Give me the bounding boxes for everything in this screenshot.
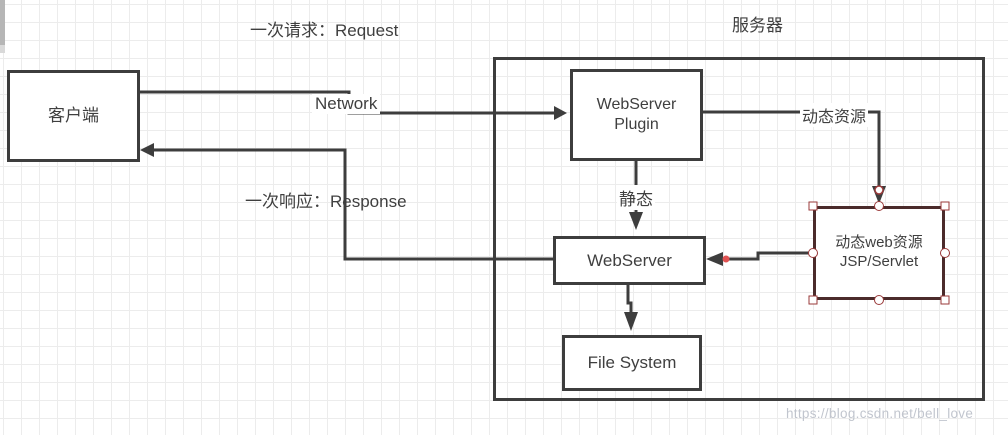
static-label[interactable]: 静态 (617, 185, 655, 210)
selection-handle-top-center[interactable] (874, 201, 884, 211)
jsp-arrowhead-icon (706, 252, 723, 266)
dynamic-resource-label[interactable]: 动态资源 (800, 103, 869, 127)
node-webserver-plugin-label-line2: Plugin (614, 116, 659, 133)
selection-handle-top-left[interactable] (808, 201, 818, 211)
connector-endpoint-icon[interactable] (874, 185, 884, 195)
node-file-system[interactable]: File System (562, 335, 702, 391)
dynamic-resource-connector[interactable] (701, 110, 886, 204)
node-webserver-plugin-label-line1: WebServer (596, 96, 677, 113)
jsp-webserver-connector[interactable] (706, 251, 813, 266)
left-scrollbar[interactable] (0, 0, 5, 45)
selection-handle-bottom-right[interactable] (940, 295, 950, 305)
filesystem-arrowhead-icon (624, 312, 638, 331)
selection-handle-bottom-left[interactable] (808, 295, 818, 305)
node-webserver-plugin[interactable]: WebServer Plugin (570, 69, 703, 161)
node-client[interactable]: 客户端 (7, 70, 140, 162)
request-arrowhead-icon (554, 106, 567, 120)
node-dynamic-web-resource-label-line2: JSP/Servlet (839, 253, 919, 270)
request-label[interactable]: 一次请求：Request (250, 21, 399, 40)
connector-endpoint-red-icon[interactable] (722, 255, 730, 263)
network-label[interactable]: Network (312, 94, 381, 114)
node-webserver[interactable]: WebServer (553, 236, 706, 285)
server-group-box[interactable] (493, 57, 985, 401)
node-client-label: 客户端 (48, 106, 99, 126)
response-arrowhead-icon (140, 143, 154, 157)
server-label[interactable]: 服务器 (732, 16, 783, 35)
selection-handle-bottom-center[interactable] (874, 295, 884, 305)
selection-handle-top-right[interactable] (940, 201, 950, 211)
response-label[interactable]: 一次响应：Response (245, 192, 407, 211)
selection-handle-middle-right[interactable] (940, 248, 950, 258)
left-scrollbar-track (0, 45, 5, 53)
node-webserver-label: WebServer (587, 250, 672, 270)
selection-handle-middle-left[interactable] (808, 248, 818, 258)
node-dynamic-web-resource-label-line1: 动态web资源 (835, 234, 923, 252)
watermark-text: https://blog.csdn.net/bell_love (786, 406, 974, 421)
static-arrowhead-icon (629, 212, 643, 230)
response-connector[interactable] (140, 143, 553, 261)
webserver-filesystem-connector[interactable] (624, 285, 638, 331)
node-file-system-label: File System (587, 353, 677, 373)
